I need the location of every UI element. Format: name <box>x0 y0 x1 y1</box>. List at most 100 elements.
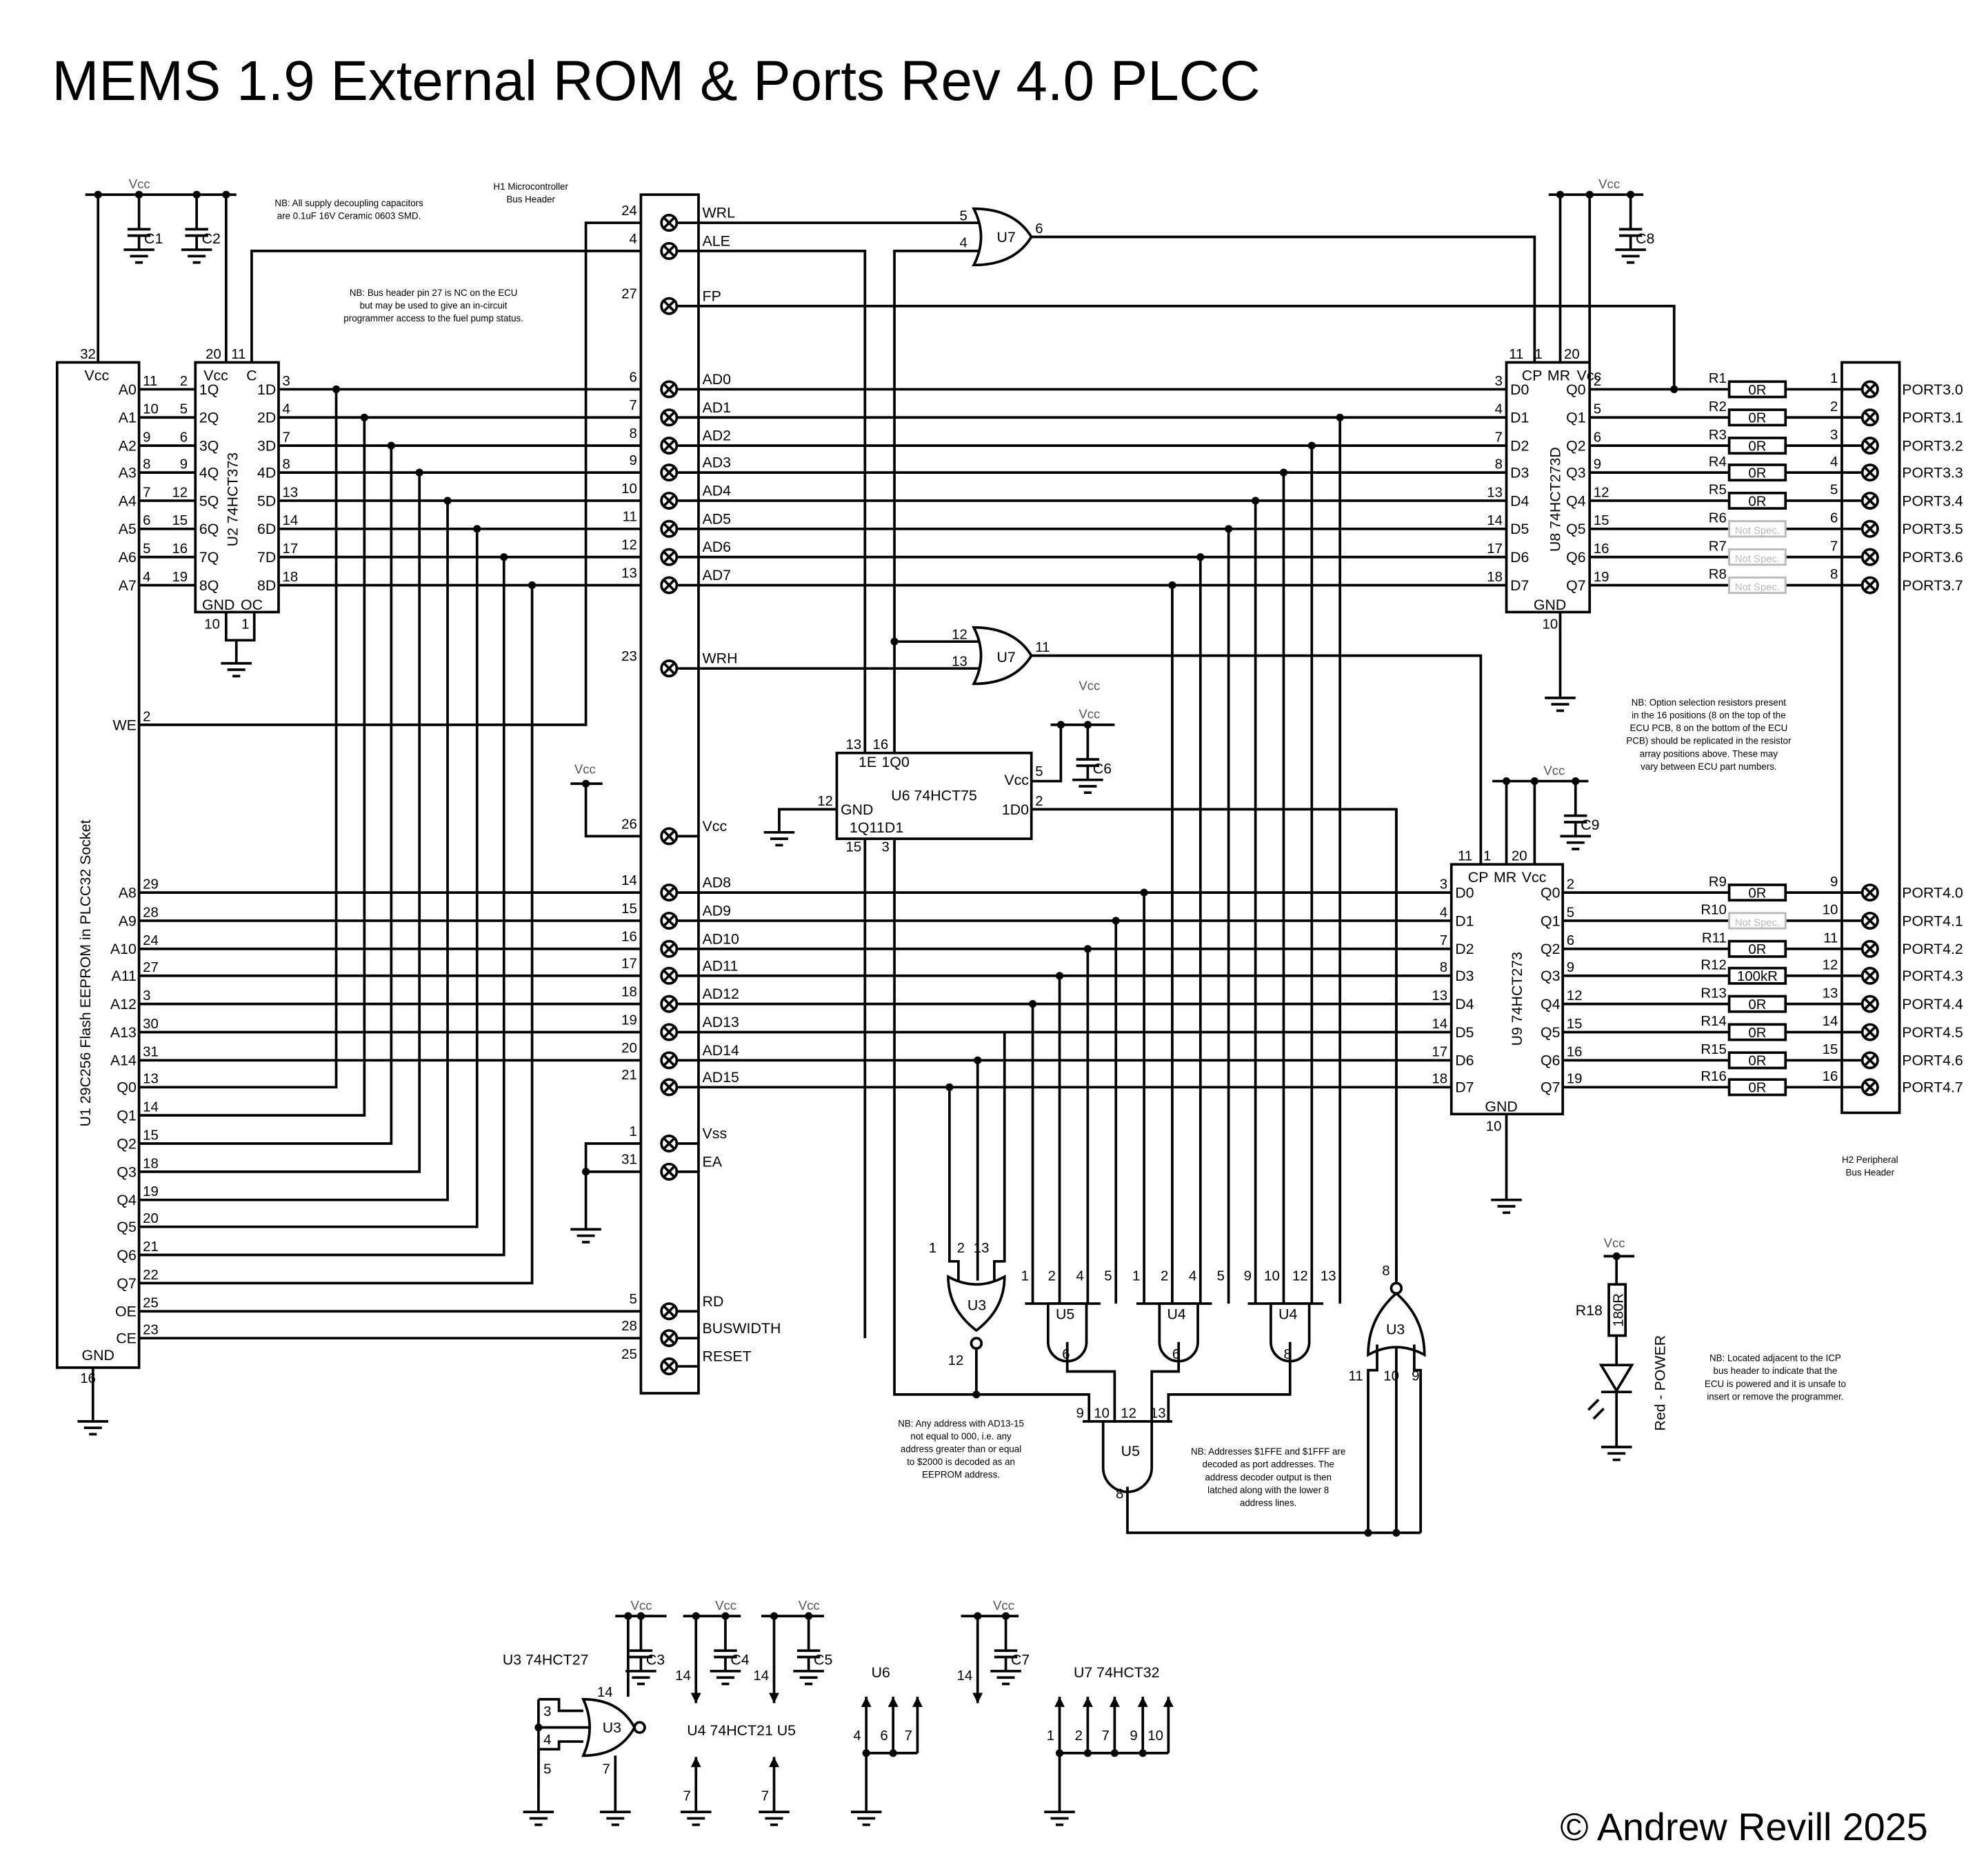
u9-q-label: Q1 <box>1541 912 1560 929</box>
note-decoupling: are 0.1uF 16V Ceramic 0603 SMD. <box>277 210 421 221</box>
u2-vcc-label: Vcc <box>203 367 228 383</box>
light-ray-icon <box>1592 1408 1605 1420</box>
resistor-icon <box>1728 548 1787 566</box>
u1-pin-number: 5 <box>143 541 150 557</box>
h1-pin-number: 6 <box>629 370 636 385</box>
u8-d-pin: 13 <box>1487 485 1503 500</box>
h2-pin-number: 2 <box>1830 399 1838 415</box>
gate-pin: 1 <box>929 1241 936 1256</box>
header-pin-icon <box>663 970 676 982</box>
u1-pin-label: Q3 <box>117 1164 136 1180</box>
gate-pin: 13 <box>1150 1406 1166 1421</box>
u8-q-pin: 15 <box>1594 513 1609 528</box>
led-resistor-ref: R18 <box>1576 1302 1603 1319</box>
arrow-up-icon <box>1082 1697 1093 1707</box>
h1-signal-label: AD14 <box>703 1042 740 1059</box>
h1-signal-label: AD6 <box>703 539 732 555</box>
h1-signal-label: AD8 <box>703 875 732 891</box>
u1-pin-label: A9 <box>119 912 137 929</box>
u1-pin-number: 19 <box>143 1184 159 1199</box>
header-pin-icon <box>663 1166 676 1178</box>
header-pin-icon <box>1864 997 1876 1010</box>
u9-q-label: Q4 <box>1541 996 1561 1012</box>
data-wire <box>139 528 479 1228</box>
u1-pin-number: 22 <box>143 1268 159 1283</box>
u1-pin-number: 8 <box>143 457 150 472</box>
u1-pin-number: 31 <box>143 1045 159 1060</box>
u5b-and-gate <box>1101 1420 1154 1493</box>
gate-label: U3 <box>967 1297 986 1313</box>
u1-pin-label: Q1 <box>117 1108 136 1124</box>
u2-d-pin: 8 <box>283 457 290 472</box>
u8-d-label: D5 <box>1510 521 1529 537</box>
h2-pin-number: 15 <box>1823 1042 1838 1057</box>
u2-q-label: 2Q <box>199 410 219 426</box>
u9-q-pin: 9 <box>1567 960 1574 975</box>
u1-pin-number: 27 <box>143 960 159 975</box>
h2-pin-number: 13 <box>1823 986 1838 1001</box>
h1-pin-number: 8 <box>629 426 636 441</box>
gate-pin: 2 <box>957 1241 965 1256</box>
gate-label: U3 <box>603 1719 621 1736</box>
resistor-icon <box>1727 463 1787 482</box>
u9-q-label: Q0 <box>1541 885 1561 901</box>
header-pin-icon <box>1864 1081 1876 1094</box>
u8-d-pin: 4 <box>1495 402 1503 417</box>
u1-pin-number: 6 <box>143 513 150 528</box>
u9-top-pin: 20 <box>1512 849 1527 864</box>
u2-gnd-pin: 10 <box>204 617 220 632</box>
vcc-label: Vcc <box>1079 679 1100 693</box>
data-wire <box>139 389 338 1089</box>
resistor-icon <box>1727 966 1787 985</box>
resistor-value: Not Spec. <box>1735 917 1780 928</box>
gate-pin: 8 <box>1116 1486 1123 1501</box>
wire <box>1031 724 1063 783</box>
u1-pin-number: 25 <box>143 1296 159 1311</box>
gate-pin: 13 <box>974 1241 990 1256</box>
junction-dot <box>1028 1000 1037 1008</box>
h1-pin-number: 15 <box>621 901 637 917</box>
junction-dot <box>1139 1749 1147 1757</box>
arrow-up-icon <box>1163 1697 1174 1707</box>
u2-q-pin: 9 <box>180 457 188 472</box>
h1-pin-number: 11 <box>623 510 637 525</box>
gate-label: U3 <box>1386 1321 1405 1338</box>
u9-top-label: CP <box>1468 869 1489 886</box>
h2-label: H2 Peripheral <box>1842 1155 1898 1165</box>
wire <box>1412 1344 1422 1533</box>
u9-top-pin: 11 <box>1458 849 1472 864</box>
u9-d-label: D2 <box>1455 941 1474 957</box>
u6-pin-number: 15 <box>845 840 861 855</box>
capacitor-label: C2 <box>202 230 221 247</box>
port-label: PORT4.3 <box>1902 968 1963 984</box>
u9-gnd-label: GND <box>1485 1099 1517 1115</box>
arrow-up-icon <box>1054 1697 1065 1707</box>
u1-pin-number: 24 <box>143 933 159 948</box>
gate-pin: 9 <box>1244 1269 1252 1284</box>
u1-pin-number: 30 <box>143 1017 159 1032</box>
arrow-up-icon <box>690 1757 701 1768</box>
u9-q-label: Q6 <box>1541 1052 1560 1069</box>
u1-pin-label: CE <box>116 1330 137 1347</box>
u6-pin-number: 2 <box>1035 794 1043 809</box>
wire <box>1167 1341 1292 1421</box>
u9-d-label: D6 <box>1455 1052 1474 1069</box>
header-pin-icon <box>1864 495 1876 507</box>
arrow-up-icon <box>769 1757 779 1768</box>
resistor-value: 0R <box>1748 942 1766 957</box>
u6-pin-number: 5 <box>1035 764 1043 779</box>
gate-pin: 4 <box>1189 1269 1196 1284</box>
capacitor-label: C9 <box>1581 817 1599 833</box>
u1-pin-number: 9 <box>143 430 150 446</box>
note-option-resistors: vary between ECU part numbers. <box>1641 761 1777 772</box>
data-wire <box>139 500 449 1201</box>
wire <box>1065 1341 1116 1421</box>
resistor-value: 0R <box>1748 494 1766 509</box>
u2-q-label: 8Q <box>199 577 219 594</box>
header-pin-icon <box>1864 970 1876 982</box>
resistor-ref: R3 <box>1709 428 1727 443</box>
resistor-ref: R2 <box>1709 399 1727 415</box>
fp-wire <box>698 304 1676 390</box>
u9-top-pin: 1 <box>1483 849 1491 864</box>
resistor-value: 0R <box>1748 1081 1766 1096</box>
